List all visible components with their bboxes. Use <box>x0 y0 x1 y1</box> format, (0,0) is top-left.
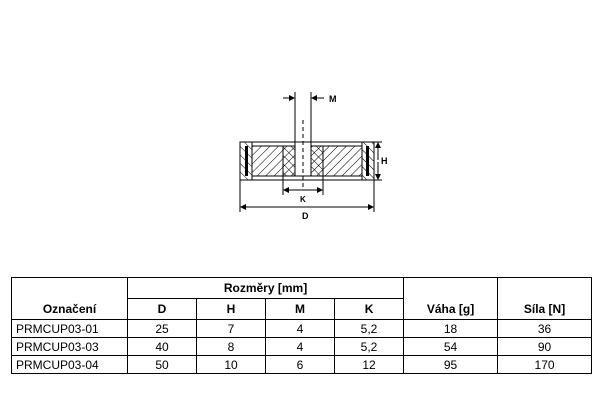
h-label: H <box>381 156 388 166</box>
k-label: K <box>300 195 306 204</box>
h-dimension: H <box>374 141 388 181</box>
header-weight: Váha [g] <box>403 277 499 320</box>
cell-d: 50 <box>127 355 197 374</box>
cell-k: 5,2 <box>333 319 405 338</box>
cell-d: 40 <box>127 337 197 356</box>
header-m: M <box>265 298 335 320</box>
cell-code: PRMCUP03-03 <box>11 337 128 356</box>
header-force-text: Síla [N] <box>523 302 566 316</box>
cell-force: 36 <box>497 319 593 338</box>
header-force: Síla [N] <box>497 277 593 320</box>
cell-k: 5,2 <box>333 337 405 356</box>
cell-k: 12 <box>333 355 405 374</box>
table-row: PRMCUP03-01 25 7 4 5,2 18 36 <box>11 319 593 338</box>
magnet-cup-drawing: M H K D <box>239 92 388 221</box>
cell-h: 7 <box>196 319 266 338</box>
d-dimension: D <box>239 180 375 221</box>
m-label: M <box>329 94 337 104</box>
cell-weight: 54 <box>403 337 499 356</box>
cell-m: 4 <box>265 319 335 338</box>
cell-weight: 95 <box>403 355 499 374</box>
header-k: K <box>333 298 405 320</box>
header-dimensions-group: Rozměry [mm] <box>126 277 405 299</box>
header-designation-text: Označení <box>42 302 97 316</box>
cell-d: 25 <box>127 319 197 338</box>
header-d: D <box>127 298 197 320</box>
cup-body <box>239 120 375 190</box>
table-row: PRMCUP03-04 50 10 6 12 95 170 <box>11 355 593 374</box>
table-row: PRMCUP03-03 40 8 4 5,2 54 90 <box>11 337 593 356</box>
d-label: D <box>302 211 309 221</box>
header-weight-text: Váha [g] <box>426 302 475 316</box>
header-dimensions-text: Rozměry [mm] <box>223 281 308 295</box>
m-dimension: M <box>283 94 337 104</box>
cell-h: 8 <box>196 337 266 356</box>
header-h: H <box>196 298 266 320</box>
cell-code: PRMCUP03-01 <box>11 319 128 338</box>
dimensions-table: Označení Rozměry [mm] Váha [g] Síla [N] … <box>11 277 593 374</box>
cell-m: 4 <box>265 337 335 356</box>
cell-m: 6 <box>265 355 335 374</box>
cell-weight: 18 <box>403 319 499 338</box>
cell-h: 10 <box>196 355 266 374</box>
cell-force: 90 <box>497 337 593 356</box>
header-designation: Označení <box>11 277 128 320</box>
k-dimension: K <box>282 176 324 204</box>
cell-force: 170 <box>497 355 593 374</box>
cell-code: PRMCUP03-04 <box>11 355 128 374</box>
